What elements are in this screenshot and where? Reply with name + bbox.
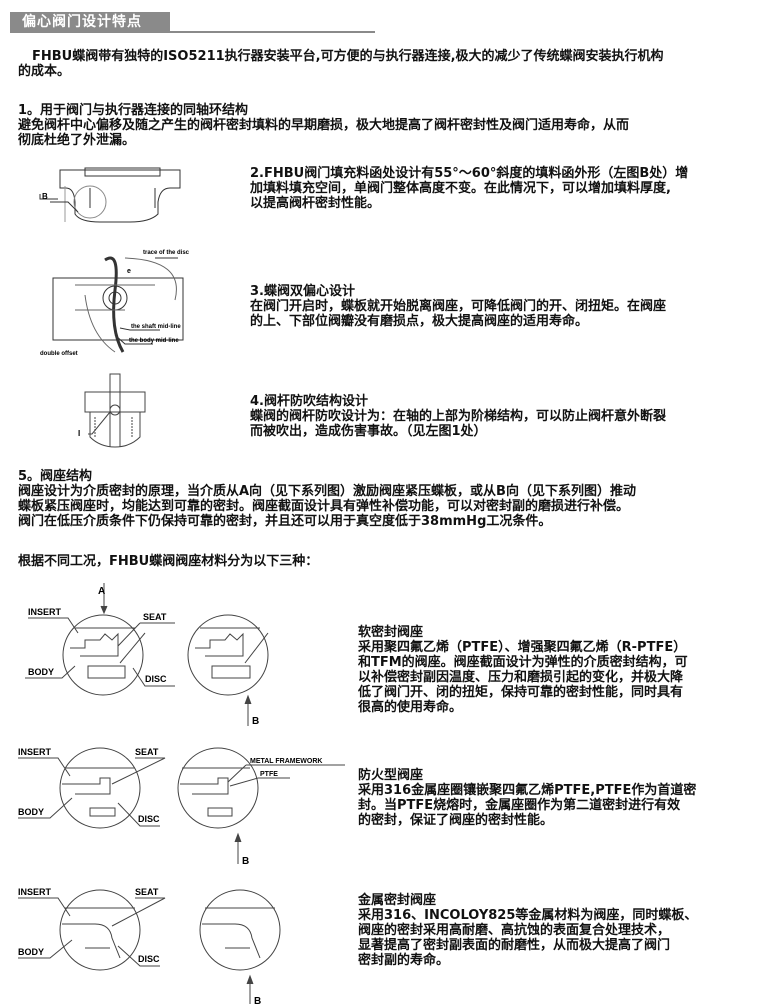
section1-line: 彻底杜绝了外泄漏。 [18,133,136,148]
section-header: 偏心阀门设计特点 [10,12,170,33]
section3-line: 的上、下部位阀瓣没有磨损点，极大提高阀座的适用寿命。 [250,314,589,329]
stem-blowout-drawing: I [78,373,146,448]
label-b: B [252,716,259,727]
seat-line: 阀座的密封采用高耐磨、高抗蚀的表面复合处理技术， [358,923,671,938]
shaft-midline-label: the shaft mid-line [131,324,181,330]
section5-line: 阀座设计为介质密封的原理，当介质从A向（见下系列图）激励阀座紧压蝶板，或从B向（… [18,484,636,499]
section4: 4.阀杆防吹结构设计 蝶阀的阀杆防吹设计为：在轴的上部为阶梯结构，可以防止阀杆意… [250,394,666,439]
seat-line: 显著提高了密封副表面的耐磨性，从而极大提高了阀门 [358,938,671,953]
seat-line: 采用316、INCOLOY825等金属材料为阀座，同时蝶板、 [358,908,698,923]
label-b: B [254,996,261,1007]
seat-line: 封。当PTFE烧熔时，金属座圈作为第二道密封进行有效 [358,798,681,813]
section3-line: 在阀门开启时，蝶板就开始脱离阀座，可降低阀门的开、闭扭矩。在阀座 [250,299,667,314]
fire-safe-seat-drawing: INSERT SEAT BODY DISC METAL FRAMEWORK PT… [18,747,345,867]
header-divider [10,31,375,33]
section3-title: 3.蝶阀双偏心设计 [250,284,355,299]
section5: 5。阀座结构 阀座设计为介质密封的原理，当介质从A向（见下系列图）激励阀座紧压蝶… [18,469,636,529]
label-seat: SEAT [135,887,159,897]
section4-title: 4.阀杆防吹结构设计 [250,394,368,409]
soft-seat-drawing: A INSERT SEAT BODY DISC B [25,583,269,727]
label-disc: DISC [138,814,160,824]
label-metal-framework: METAL FRAMEWORK [250,758,322,765]
label-ptfe: PTFE [260,771,278,778]
label-body: BODY [28,667,54,677]
section4-line: 而被吹出，造成伤害事故。（见左图1处） [250,424,487,439]
body-midline-label: the body mid-line [129,338,179,344]
section3: 3.蝶阀双偏心设计 在阀门开启时，蝶板就开始脱离阀座，可降低阀门的开、闭扭矩。在… [250,284,666,329]
intro-paragraph: FHBU蝶阀带有独特的ISO5211执行器安装平台,可方便的与执行器连接,极大的… [18,49,664,79]
soft-seat-text: 软密封阀座 采用聚四氟乙烯（PTFE）、增强聚四氟乙烯（R-PTFE） 和TFM… [358,625,688,715]
seat-title: 防火型阀座 [358,768,424,783]
seat-line: 采用聚四氟乙烯（PTFE）、增强聚四氟乙烯（R-PTFE） [358,640,687,655]
seat-line: 低了阀门开、闭的扭矩，保持可靠的密封性能，同时具有 [358,685,684,700]
packing-box-drawing: B [39,167,181,223]
section5-summary: 根据不同工况，FHBU蝶阀阀座材料分为以下三种： [18,554,319,569]
intro-line: FHBU蝶阀带有独特的ISO5211执行器安装平台,可方便的与执行器连接,极大的… [32,49,664,64]
figure-label-i: I [78,429,80,438]
section5-title: 5。阀座结构 [18,469,93,484]
label-seat: SEAT [143,612,167,622]
label-a: A [98,586,105,597]
figure-label-b: B [42,192,48,201]
seat-line: 很高的使用寿命。 [358,700,463,715]
seat-line: 密封副的寿命。 [358,953,450,968]
double-offset-drawing: trace of the disc e the shaft mid-line t… [40,250,190,357]
label-insert: INSERT [28,607,62,617]
seat-line: 和TFM的阀座。阀座截面设计为弹性的介质密封结构，可 [358,655,688,670]
metal-seat-drawing: INSERT SEAT BODY DISC B [18,887,281,1007]
section2-line: 2.FHBU阀门填充料函处设计有55°～60°斜度的填料函外形（左图B处）增 [250,166,689,181]
label-insert: INSERT [18,747,52,757]
section1: 1。用于阀门与执行器连接的同轴环结构 避免阀杆中心偏移及随之产生的阀杆密封填料的… [18,103,629,148]
seat-title: 金属密封阀座 [358,893,437,908]
fire-safe-seat-text: 防火型阀座 采用316金属座圈镶嵌聚四氟乙烯PTFE,PTFE作为首道密 封。当… [358,768,696,828]
section1-title: 1。用于阀门与执行器连接的同轴环结构 [18,103,249,118]
section5-line: 阀门在低压介质条件下仍保持可靠的密封，并且还可以用于真空度低于38mmHg工况条… [18,514,552,529]
label-disc: DISC [145,674,167,684]
label-disc: DISC [138,954,160,964]
trace-label: trace of the disc [143,250,190,256]
intro-line: 的成本。 [18,64,71,79]
seat-line: 的密封，保证了阀座的密封性能。 [358,813,554,828]
label-body: BODY [18,807,44,817]
seat-line: 以补偿密封副因温度、压力和磨损引起的变化，并极大降 [358,670,684,685]
label-body: BODY [18,947,44,957]
label-seat: SEAT [135,747,159,757]
section4-line: 蝶阀的阀杆防吹设计为：在轴的上部为阶梯结构，可以防止阀杆意外断裂 [250,409,667,424]
section2-line: 以提高阀杆密封性能。 [250,196,381,211]
offset-e-label: e [127,268,131,275]
section2: 2.FHBU阀门填充料函处设计有55°～60°斜度的填料函外形（左图B处）增 加… [250,166,688,211]
seat-line: 采用316金属座圈镶嵌聚四氟乙烯PTFE,PTFE作为首道密 [358,783,697,798]
seat-title: 软密封阀座 [358,625,424,640]
section5-line: 蝶板紧压阀座时，均能达到可靠的密封。阀座截面设计具有弹性补偿功能，可以对密封副的… [18,499,630,514]
label-insert: INSERT [18,887,52,897]
metal-seat-text: 金属密封阀座 采用316、INCOLOY825等金属材料为阀座，同时蝶板、 阀座… [358,893,697,968]
label-b: B [242,856,249,867]
section2-line: 加填料填充空间，单阀门整体高度不变。在此情况下，可以增加填料厚度, [250,181,671,196]
double-offset-label: double offset [40,351,78,357]
section1-line: 避免阀杆中心偏移及随之产生的阀杆密封填料的早期磨损，极大地提高了阀杆密封性及阀门… [18,118,630,133]
